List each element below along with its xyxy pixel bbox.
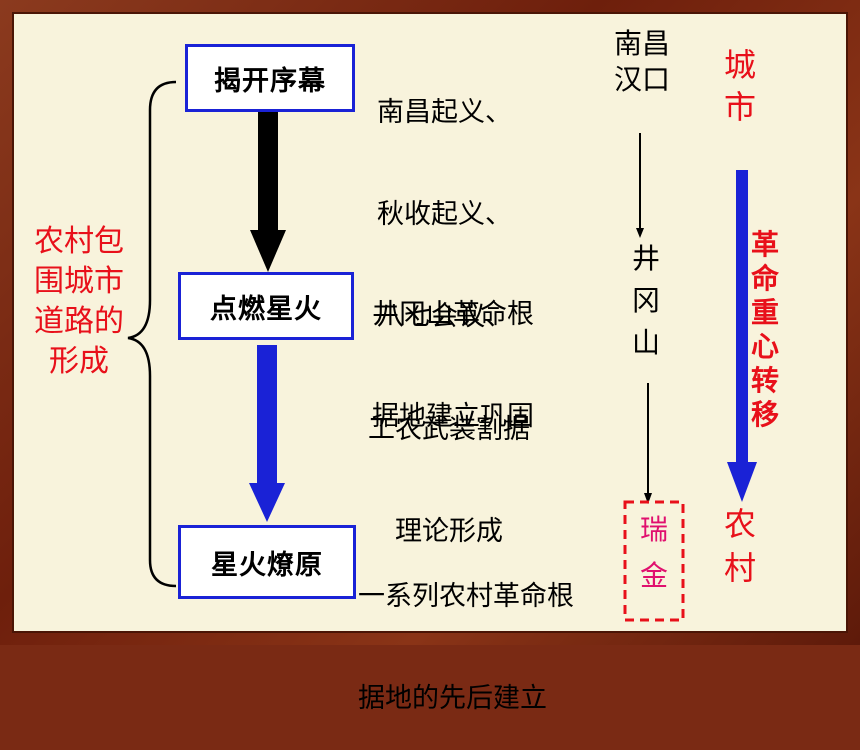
arrow-revolution-shift (727, 170, 757, 502)
event-line: 南昌起义、 (377, 97, 512, 128)
event-line: 据地的先后建立 (358, 683, 547, 714)
place-line: 瑞 (639, 513, 668, 546)
stage-label: 揭开序幕 (214, 65, 326, 97)
events-stage2b: 工农武装割据 理论形成 (368, 345, 530, 583)
place-line: 汉口 (613, 63, 670, 96)
events-stage1: 南昌起义、 秋收起义、 八七会议、 (377, 28, 512, 368)
event-line: 理论形成 (395, 516, 503, 547)
shift-line: 城 (723, 46, 756, 84)
shift-line: 市 (723, 88, 756, 126)
shift-line: 农 (723, 505, 756, 543)
ruijin-dashed-box (623, 500, 685, 622)
event-line: 一系列农村革命根 (358, 581, 574, 612)
arrow-stage2-to-stage3 (249, 345, 285, 522)
shift-label-char: 命 (750, 262, 779, 295)
shift-label-char: 心 (750, 330, 779, 363)
left-title-line: 形成 (49, 344, 109, 379)
left-title-line: 农村包 (34, 224, 124, 259)
arrow-place-1-to-2 (636, 133, 644, 238)
place-line: 山 (631, 326, 660, 359)
shift-label-char: 革 (750, 228, 779, 261)
arrow-stage1-to-stage2 (250, 112, 286, 272)
left-title-line: 道路的 (34, 304, 124, 339)
diagram-graphics (127, 80, 757, 622)
shift-line: 村 (723, 549, 756, 587)
place-line: 南昌 (613, 27, 670, 60)
place-nanchang-hankou: 南昌 汉口 (606, 26, 678, 98)
place-jinggangshan: 井 冈 山 (626, 238, 666, 364)
arrow-place-2-to-3 (644, 383, 652, 504)
place-line: 井 (631, 242, 660, 275)
slide-canvas (12, 12, 848, 633)
events-stage3: 一系列农村革命根 据地的先后建立 (358, 512, 574, 750)
shift-label-char: 移 (750, 398, 779, 431)
shift-label-char: 重 (750, 296, 779, 329)
left-title-line: 围城市 (34, 264, 124, 299)
stage-box-prairie-fire: 星火燎原 (178, 525, 356, 599)
event-line: 据地建立巩固 (372, 401, 534, 432)
stage-box-opening: 揭开序幕 (185, 44, 355, 112)
place-line: 金 (639, 559, 668, 592)
stage-box-spark: 点燃星火 (178, 272, 354, 340)
shift-from-city: 城 市 (718, 44, 762, 128)
place-line: 冈 (631, 284, 660, 317)
event-line: 秋收起义、 (377, 199, 512, 230)
shift-label: 革 命 重 心 转 移 (745, 228, 785, 432)
events-stage2a: 井冈山革命根 据地建立巩固 (372, 230, 534, 468)
event-line: 井冈山革命根 (372, 299, 534, 330)
event-line: 八七会议、 (377, 301, 512, 332)
stage-label: 星火燎原 (211, 549, 323, 581)
shift-label-char: 转 (750, 364, 779, 397)
curly-brace (127, 80, 177, 588)
left-title: 农村包 围城市 道路的 形成 (18, 222, 140, 382)
place-ruijin: 瑞 金 (634, 507, 674, 599)
event-line: 工农武装割据 (368, 414, 530, 445)
stage-label: 点燃星火 (210, 293, 322, 325)
shift-to-countryside: 农 村 (718, 502, 762, 590)
